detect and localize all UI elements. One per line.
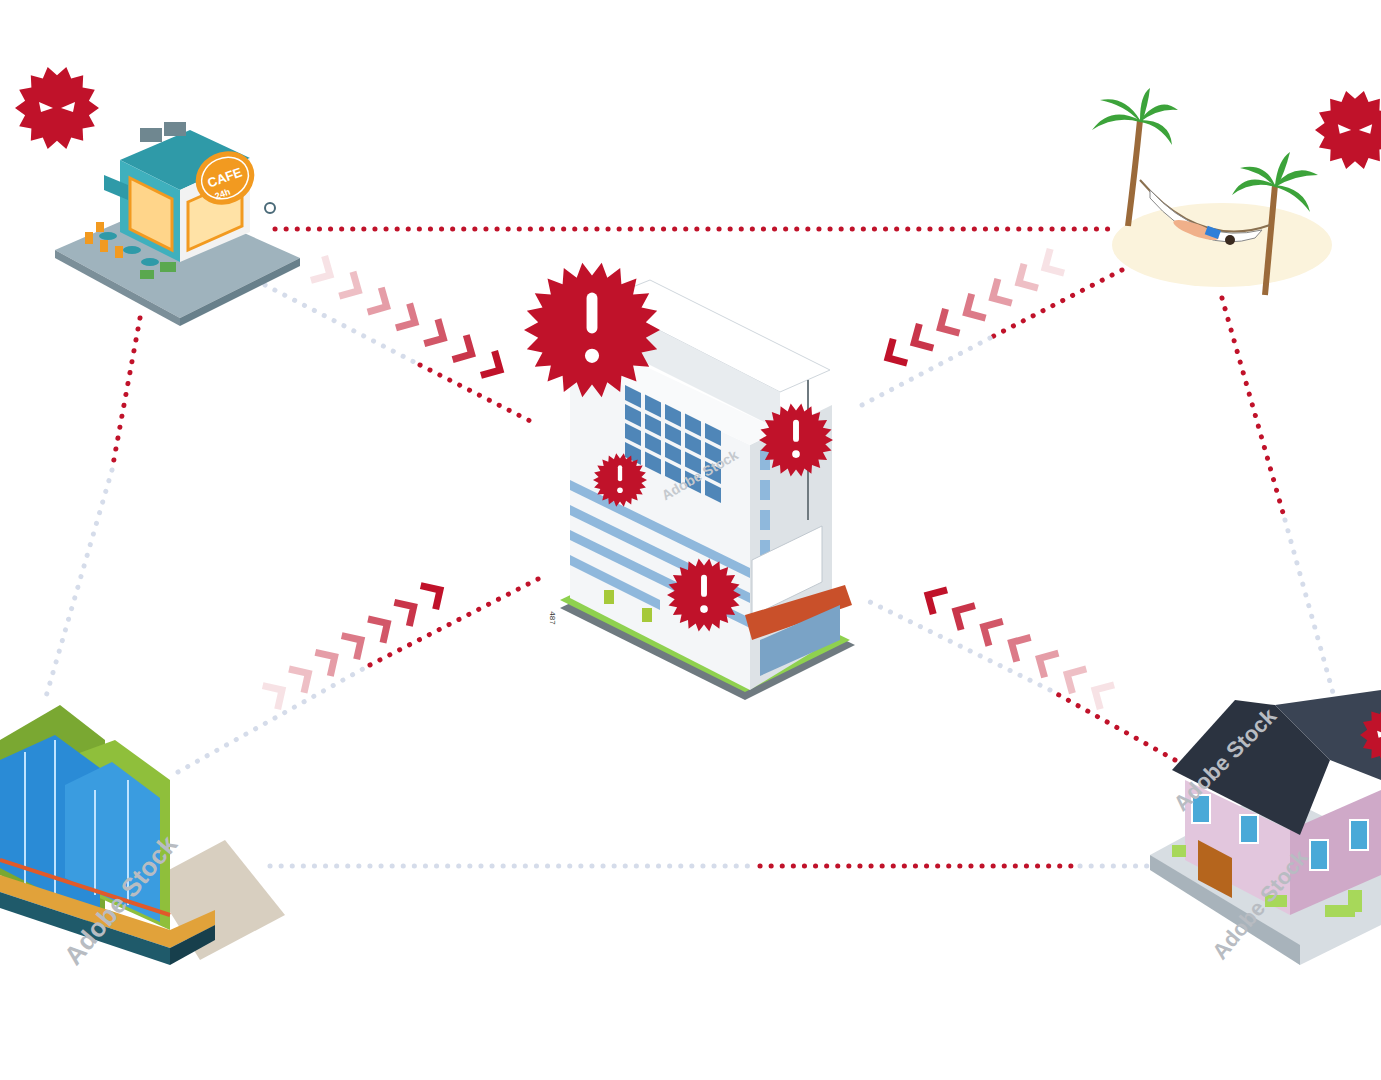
- chevron: [453, 335, 472, 359]
- window: [705, 480, 721, 503]
- green-office-building: [0, 705, 285, 965]
- virus-eye: [1377, 731, 1381, 738]
- chevron: [424, 319, 443, 343]
- chevron: [368, 288, 387, 312]
- chevron: [315, 652, 334, 676]
- chevron: [481, 351, 500, 375]
- beach-hammock: [1092, 88, 1332, 295]
- exclamation-bar: [618, 465, 622, 481]
- chevron: [1067, 669, 1086, 693]
- alert-burst: [593, 453, 647, 506]
- chevron: [1045, 249, 1064, 273]
- network-lines: [45, 229, 1335, 866]
- chevron: [1012, 637, 1031, 661]
- window: [645, 433, 661, 456]
- window: [645, 395, 661, 418]
- window: [645, 452, 661, 475]
- chevron: [368, 619, 387, 643]
- exclamation-bar: [793, 420, 799, 442]
- chevron: [993, 279, 1012, 303]
- chevron: [967, 294, 986, 318]
- chevron: [984, 621, 1003, 645]
- chevron: [342, 636, 361, 660]
- chevron: [888, 339, 907, 363]
- window: [685, 414, 701, 437]
- chevron: [914, 324, 933, 348]
- cafe-building: [55, 122, 300, 326]
- window: [625, 404, 641, 427]
- window: [625, 385, 641, 408]
- virus-body: [1360, 706, 1381, 764]
- chevron: [928, 590, 947, 614]
- house: [1150, 690, 1381, 965]
- chevron: [1095, 685, 1114, 709]
- virus-body: [1315, 91, 1381, 169]
- exclamation-bar: [587, 293, 598, 334]
- virus-eye: [61, 102, 75, 112]
- alert-burst: [759, 403, 833, 476]
- virus-eye: [1338, 124, 1351, 134]
- attack-chevrons: [263, 249, 1114, 709]
- virus-eye: [39, 102, 53, 112]
- chevron: [396, 303, 415, 327]
- chevron: [311, 256, 330, 280]
- exclamation-dot: [617, 487, 623, 493]
- chevron: [394, 602, 413, 626]
- building-number: 487: [548, 611, 556, 624]
- alert-burst: [524, 263, 660, 398]
- virus-body: [15, 67, 99, 149]
- window: [705, 423, 721, 446]
- window: [665, 404, 681, 427]
- chevron: [289, 669, 308, 693]
- chevron: [1039, 653, 1058, 677]
- alert-bursts: [524, 263, 833, 632]
- chevron: [956, 606, 975, 630]
- window: [665, 442, 681, 465]
- virus-eye: [1359, 124, 1372, 134]
- window: [645, 414, 661, 437]
- exclamation-dot: [700, 605, 708, 613]
- chevron: [1019, 264, 1038, 288]
- exclamation-bar: [701, 575, 707, 597]
- window: [685, 433, 701, 456]
- virus-icons: [15, 67, 1381, 764]
- chevron: [940, 309, 959, 333]
- chevron: [263, 686, 282, 710]
- exclamation-dot: [792, 450, 800, 458]
- window: [625, 423, 641, 446]
- chevron: [421, 586, 440, 610]
- exclamation-dot: [585, 349, 599, 363]
- chevron: [339, 272, 358, 296]
- window: [665, 423, 681, 446]
- alert-burst: [667, 558, 741, 631]
